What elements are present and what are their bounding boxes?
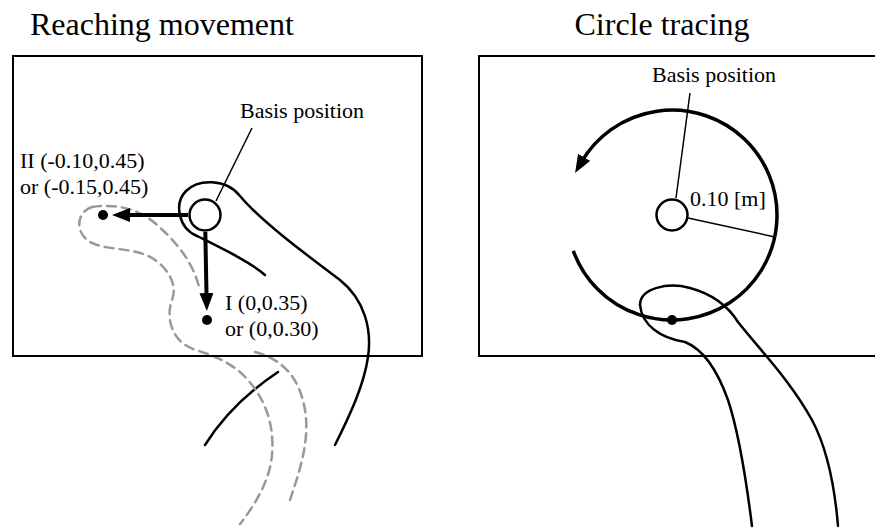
arm-outline-dashed <box>92 206 200 290</box>
arrow-connector <box>205 232 206 299</box>
target-label: II (-0.10,0.45) or (-0.15,0.45) <box>20 148 166 200</box>
hand-point <box>667 315 677 325</box>
leader-line <box>676 93 690 198</box>
workspace-panel: Reaching movementBasis positionII (-0.10… <box>12 55 423 357</box>
target-label: I (0,0.35) or (0,0.30) <box>225 290 331 342</box>
workspace-panel: Circle tracingBasis position <box>478 55 875 357</box>
arm-outline <box>640 286 838 526</box>
callout-label: Basis position <box>240 98 364 124</box>
target-dot <box>98 210 108 220</box>
leader-line <box>216 128 252 201</box>
arrow-connector <box>124 213 188 217</box>
arm-outline-dashed <box>255 352 306 500</box>
arm-outline <box>179 182 369 445</box>
dimension-label: 0.10 [m] <box>690 186 766 212</box>
target-point: II (-0.10,0.45) or (-0.15,0.45) <box>98 210 108 220</box>
tracing-circle <box>573 110 777 320</box>
radius-line <box>688 218 775 237</box>
basis-position-marker: Basis position <box>188 198 222 232</box>
target-point: I (0,0.35) or (0,0.30) <box>202 315 212 325</box>
position-circle <box>190 200 221 231</box>
callout-label: Basis position <box>652 62 776 88</box>
target-dot <box>202 315 212 325</box>
target-dot <box>98 210 108 220</box>
position-circle <box>657 200 688 231</box>
arm-outline-dashed <box>79 207 272 524</box>
target-dot <box>202 315 212 325</box>
arm-outline <box>205 372 278 445</box>
arm-outline <box>640 305 752 526</box>
position-circle <box>655 198 689 232</box>
position-circle <box>188 198 222 232</box>
basis-position-marker: Basis position <box>655 198 689 232</box>
panel-title: Reaching movement <box>30 5 294 43</box>
panel-title: Circle tracing <box>480 5 844 43</box>
